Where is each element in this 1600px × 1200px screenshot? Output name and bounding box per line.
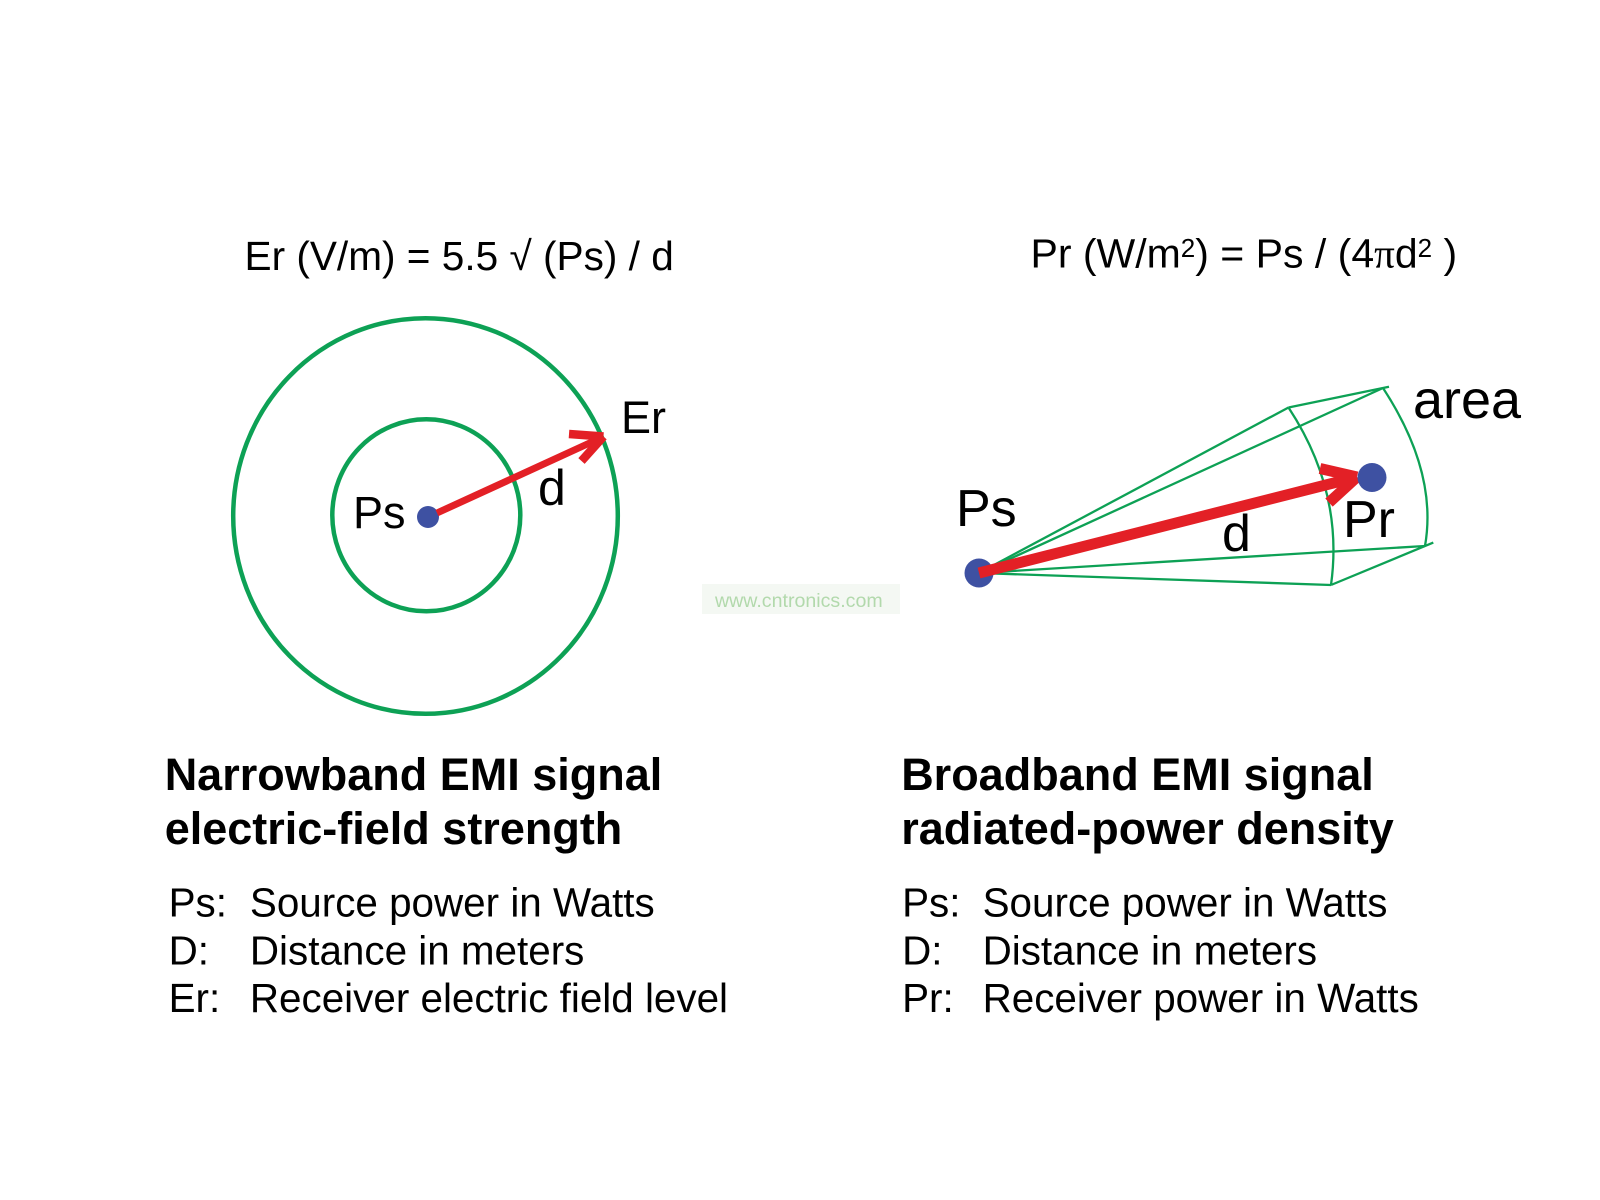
svg-text:area: area <box>1413 370 1522 430</box>
svg-text:Source power in Watts: Source power in Watts <box>983 880 1388 926</box>
svg-text:www.cntronics.com: www.cntronics.com <box>714 590 883 612</box>
svg-text:Broadband EMI signal: Broadband EMI signal <box>901 749 1374 800</box>
svg-text:D:: D: <box>902 928 942 974</box>
svg-text:Ps: Ps <box>956 480 1017 538</box>
svg-text:Pr: Pr <box>1343 491 1395 549</box>
svg-text:Source power in Watts: Source power in Watts <box>250 880 655 926</box>
svg-text:Ps:: Ps: <box>169 880 227 926</box>
svg-text:Er (V/m) = 5.5 √ (Ps) / d: Er (V/m) = 5.5 √ (Ps) / d <box>245 233 674 279</box>
svg-text:Pr:: Pr: <box>902 975 954 1021</box>
svg-text:Ps:: Ps: <box>902 880 960 926</box>
svg-text:Narrowband EMI signal: Narrowband EMI signal <box>165 749 663 800</box>
svg-text:Receiver electric field level: Receiver electric field level <box>250 975 728 1021</box>
svg-text:Receiver power in Watts: Receiver power in Watts <box>983 975 1419 1021</box>
svg-text:radiated-power density: radiated-power density <box>901 803 1394 854</box>
svg-text:Pr (W/m2) = Ps / (4πd2 ): Pr (W/m2) = Ps / (4πd2 ) <box>1031 231 1458 277</box>
svg-text:d: d <box>538 460 566 516</box>
svg-text:Distance in meters: Distance in meters <box>983 928 1317 974</box>
svg-text:d: d <box>1222 505 1251 563</box>
svg-text:Distance in meters: Distance in meters <box>250 928 584 974</box>
svg-text:Ps: Ps <box>353 487 406 538</box>
svg-text:D:: D: <box>169 928 209 974</box>
svg-text:Er: Er <box>621 392 666 443</box>
svg-text:Er:: Er: <box>169 975 221 1021</box>
svg-text:electric-field strength: electric-field strength <box>165 803 623 854</box>
